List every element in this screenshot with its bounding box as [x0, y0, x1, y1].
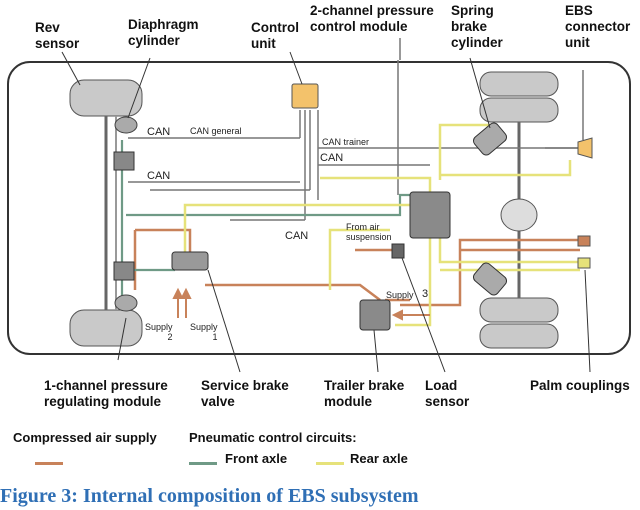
label-control-unit: Control unit — [251, 20, 299, 51]
text-supply-3: Supply — [386, 290, 414, 300]
figure-caption: Figure 3: Internal composition of EBS su… — [0, 485, 419, 507]
legend-front-axle: Front axle — [225, 451, 288, 466]
label-two-channel-module: 2-channel pressure control module — [310, 3, 434, 34]
two-channel-module-box — [409, 191, 451, 239]
legend-swatch-front-axle — [189, 462, 217, 465]
text-can-1: CAN — [147, 126, 171, 138]
text-can-2: CAN — [147, 170, 171, 182]
text-supply-2: Supply 2 — [145, 322, 173, 342]
palm-coupling-2 — [577, 257, 591, 269]
vehicle-outline — [7, 61, 631, 355]
label-trailer-brake-module: Trailer brake module — [324, 378, 405, 409]
text-can-4: CAN — [285, 230, 309, 242]
wheel-rear-left-outer — [479, 71, 559, 123]
palm-coupling-1 — [577, 235, 591, 247]
one-channel-module-top — [113, 151, 135, 171]
legend-swatch-rear-axle — [316, 462, 344, 465]
diaphragm-cylinder-top — [114, 116, 138, 134]
label-load-sensor: Load sensor — [425, 378, 470, 409]
text-supply-3-number: 3 — [422, 288, 429, 300]
service-brake-valve-box — [171, 251, 209, 271]
trailer-brake-module-box — [359, 299, 391, 331]
label-rev-sensor: Rev sensor — [35, 20, 80, 51]
one-channel-module-bottom — [113, 261, 135, 281]
diaphragm-cylinder-bottom — [114, 294, 138, 312]
legend-compressed-air-supply: Compressed air supply — [13, 430, 157, 445]
differential — [500, 198, 538, 232]
control-unit-box — [291, 83, 319, 109]
label-spring-brake-cylinder: Spring brake cylinder — [451, 3, 503, 50]
spring-brake-cylinder-top — [472, 122, 508, 156]
load-sensor-box — [391, 243, 405, 259]
text-can-3: CAN — [320, 152, 344, 164]
spring-brake-cylinder-bottom — [472, 262, 508, 296]
text-can-general: CAN general — [190, 126, 242, 136]
text-from-air-suspension: From air suspension — [346, 222, 392, 242]
wheel-front-right — [69, 309, 143, 347]
wheel-rear-right-outer — [479, 297, 559, 349]
label-diaphragm-cylinder: Diaphragm cylinder — [128, 17, 199, 48]
legend-swatch-supply — [35, 462, 63, 465]
label-palm-couplings: Palm couplings — [530, 378, 630, 393]
legend-pneumatic-control-circuits: Pneumatic control circuits: — [189, 430, 357, 445]
ebs-schematic — [7, 38, 631, 373]
text-supply-1: Supply 1 — [190, 322, 218, 342]
label-service-brake-valve: Service brake valve — [201, 378, 289, 409]
ebs-connector-shape — [577, 137, 593, 159]
label-ebs-connector-unit: EBS connector unit — [565, 3, 631, 50]
text-can-trainer: CAN trainer — [322, 137, 370, 147]
label-one-channel-module: 1-channel pressure regulating module — [44, 378, 168, 409]
legend-rear-axle: Rear axle — [350, 451, 408, 466]
